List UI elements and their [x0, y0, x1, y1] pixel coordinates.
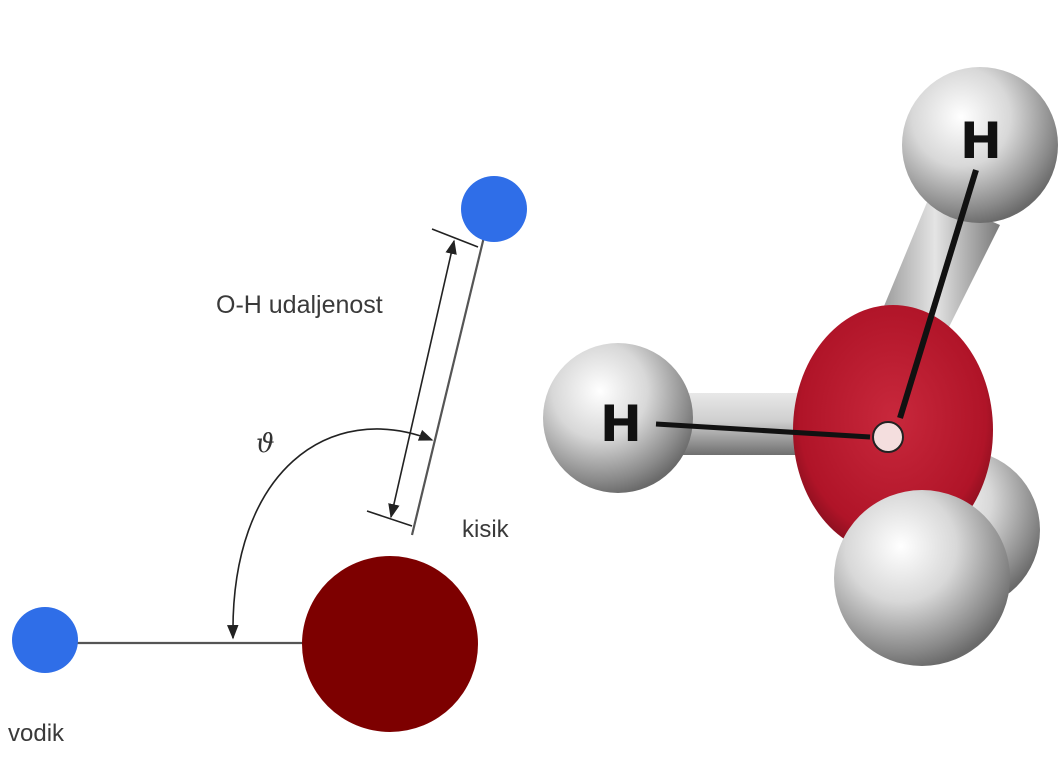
ball-and-stick-model: H H O — [543, 67, 1058, 666]
hydrogen-sphere-left — [543, 343, 693, 493]
schematic-diagram: O-H udaljenost ϑ kisik vodik — [8, 176, 527, 747]
distance-arrow — [388, 239, 457, 519]
oxygen-center-marker — [872, 421, 904, 453]
hydrogen-label-left: H — [600, 395, 642, 453]
angle-arc — [227, 428, 434, 640]
hydrogen-atom-left — [12, 607, 78, 673]
distance-tick-bottom — [366, 510, 413, 527]
oxygen-atom — [302, 556, 478, 732]
hydrogen-atom-top — [461, 176, 527, 242]
hydrogen-label: vodik — [8, 720, 65, 747]
oxygen-label: kisik — [462, 516, 510, 543]
angle-label: ϑ — [256, 429, 275, 459]
distance-label: O-H udaljenost — [216, 291, 383, 319]
hydrogen-sphere-top — [902, 67, 1058, 223]
hydrogen-label-top: H — [960, 112, 1002, 170]
distance-tick-top — [431, 228, 479, 248]
stick-line-left — [655, 421, 871, 440]
hydrogen-sphere-front — [834, 490, 1010, 666]
stick-line-top — [897, 169, 979, 419]
